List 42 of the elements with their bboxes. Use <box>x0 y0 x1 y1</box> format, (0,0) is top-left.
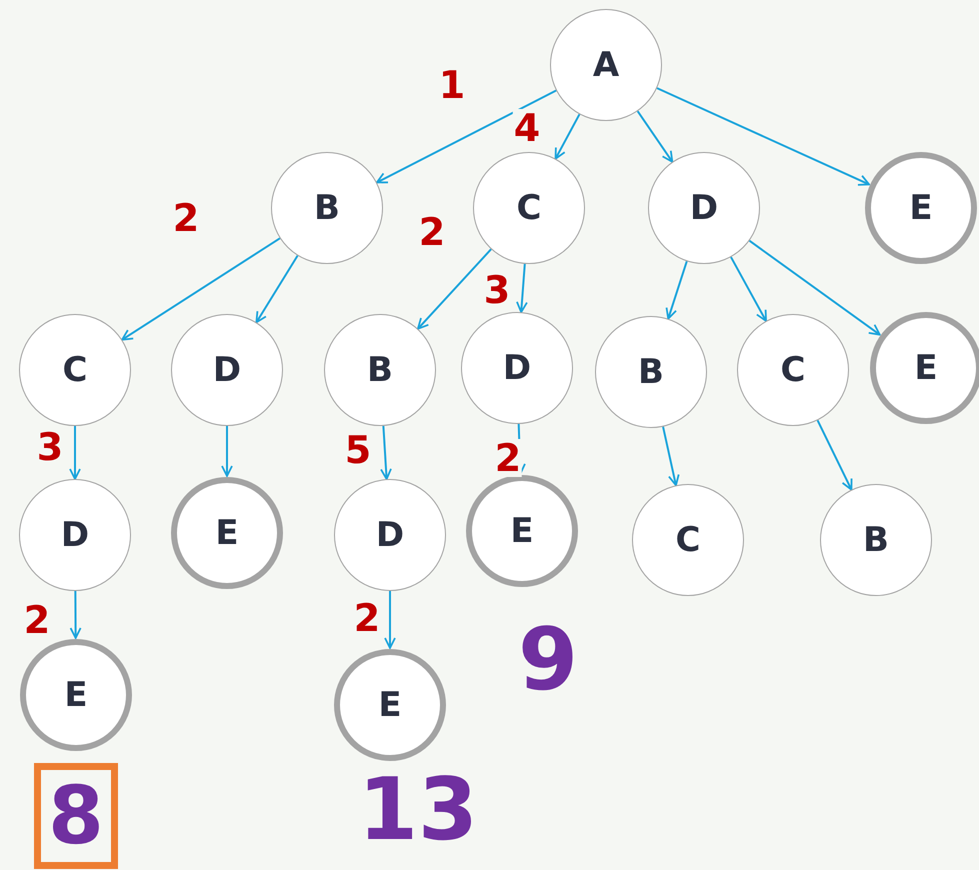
arrow <box>221 426 233 477</box>
node-letter: D <box>212 353 242 387</box>
arrow <box>380 426 392 480</box>
node-letter: E <box>510 514 534 548</box>
node-letter: B <box>314 191 340 225</box>
arrow <box>256 255 298 324</box>
node-letter: C <box>62 353 88 387</box>
arrow <box>656 87 870 186</box>
node-letter: D <box>502 351 532 385</box>
arrow <box>636 110 674 163</box>
node-letter: C <box>780 353 806 387</box>
path-cost-number: 9 <box>518 617 578 703</box>
node-letter: E <box>215 516 239 550</box>
node-number: 8 <box>48 776 104 856</box>
node-letter: D <box>376 518 404 552</box>
node-letter: E <box>378 688 402 722</box>
node-letter: C <box>516 191 542 225</box>
node-letter: E <box>64 678 88 712</box>
arrow <box>554 114 580 160</box>
arrow <box>730 256 767 322</box>
arrow <box>666 260 688 320</box>
highlight-box <box>34 763 118 869</box>
arrow <box>417 248 492 330</box>
arrow <box>662 426 680 486</box>
node-letter: B <box>638 355 664 389</box>
path-cost-number: 13 <box>358 767 478 853</box>
arrow <box>70 591 82 639</box>
arrow <box>816 420 852 491</box>
arrow <box>69 426 81 480</box>
node-letter: D <box>690 191 718 225</box>
node-letter: B <box>367 353 393 387</box>
node-letter: A <box>592 48 620 82</box>
arrow <box>384 591 396 649</box>
arrow <box>376 90 557 184</box>
node-letter: D <box>60 518 90 552</box>
arrow <box>748 240 881 336</box>
arrow <box>121 237 280 341</box>
node-letter: E <box>909 191 933 225</box>
node-letter: C <box>676 523 700 557</box>
arrow <box>516 264 528 314</box>
node-letter: B <box>863 523 889 557</box>
node-letter: E <box>914 351 938 385</box>
